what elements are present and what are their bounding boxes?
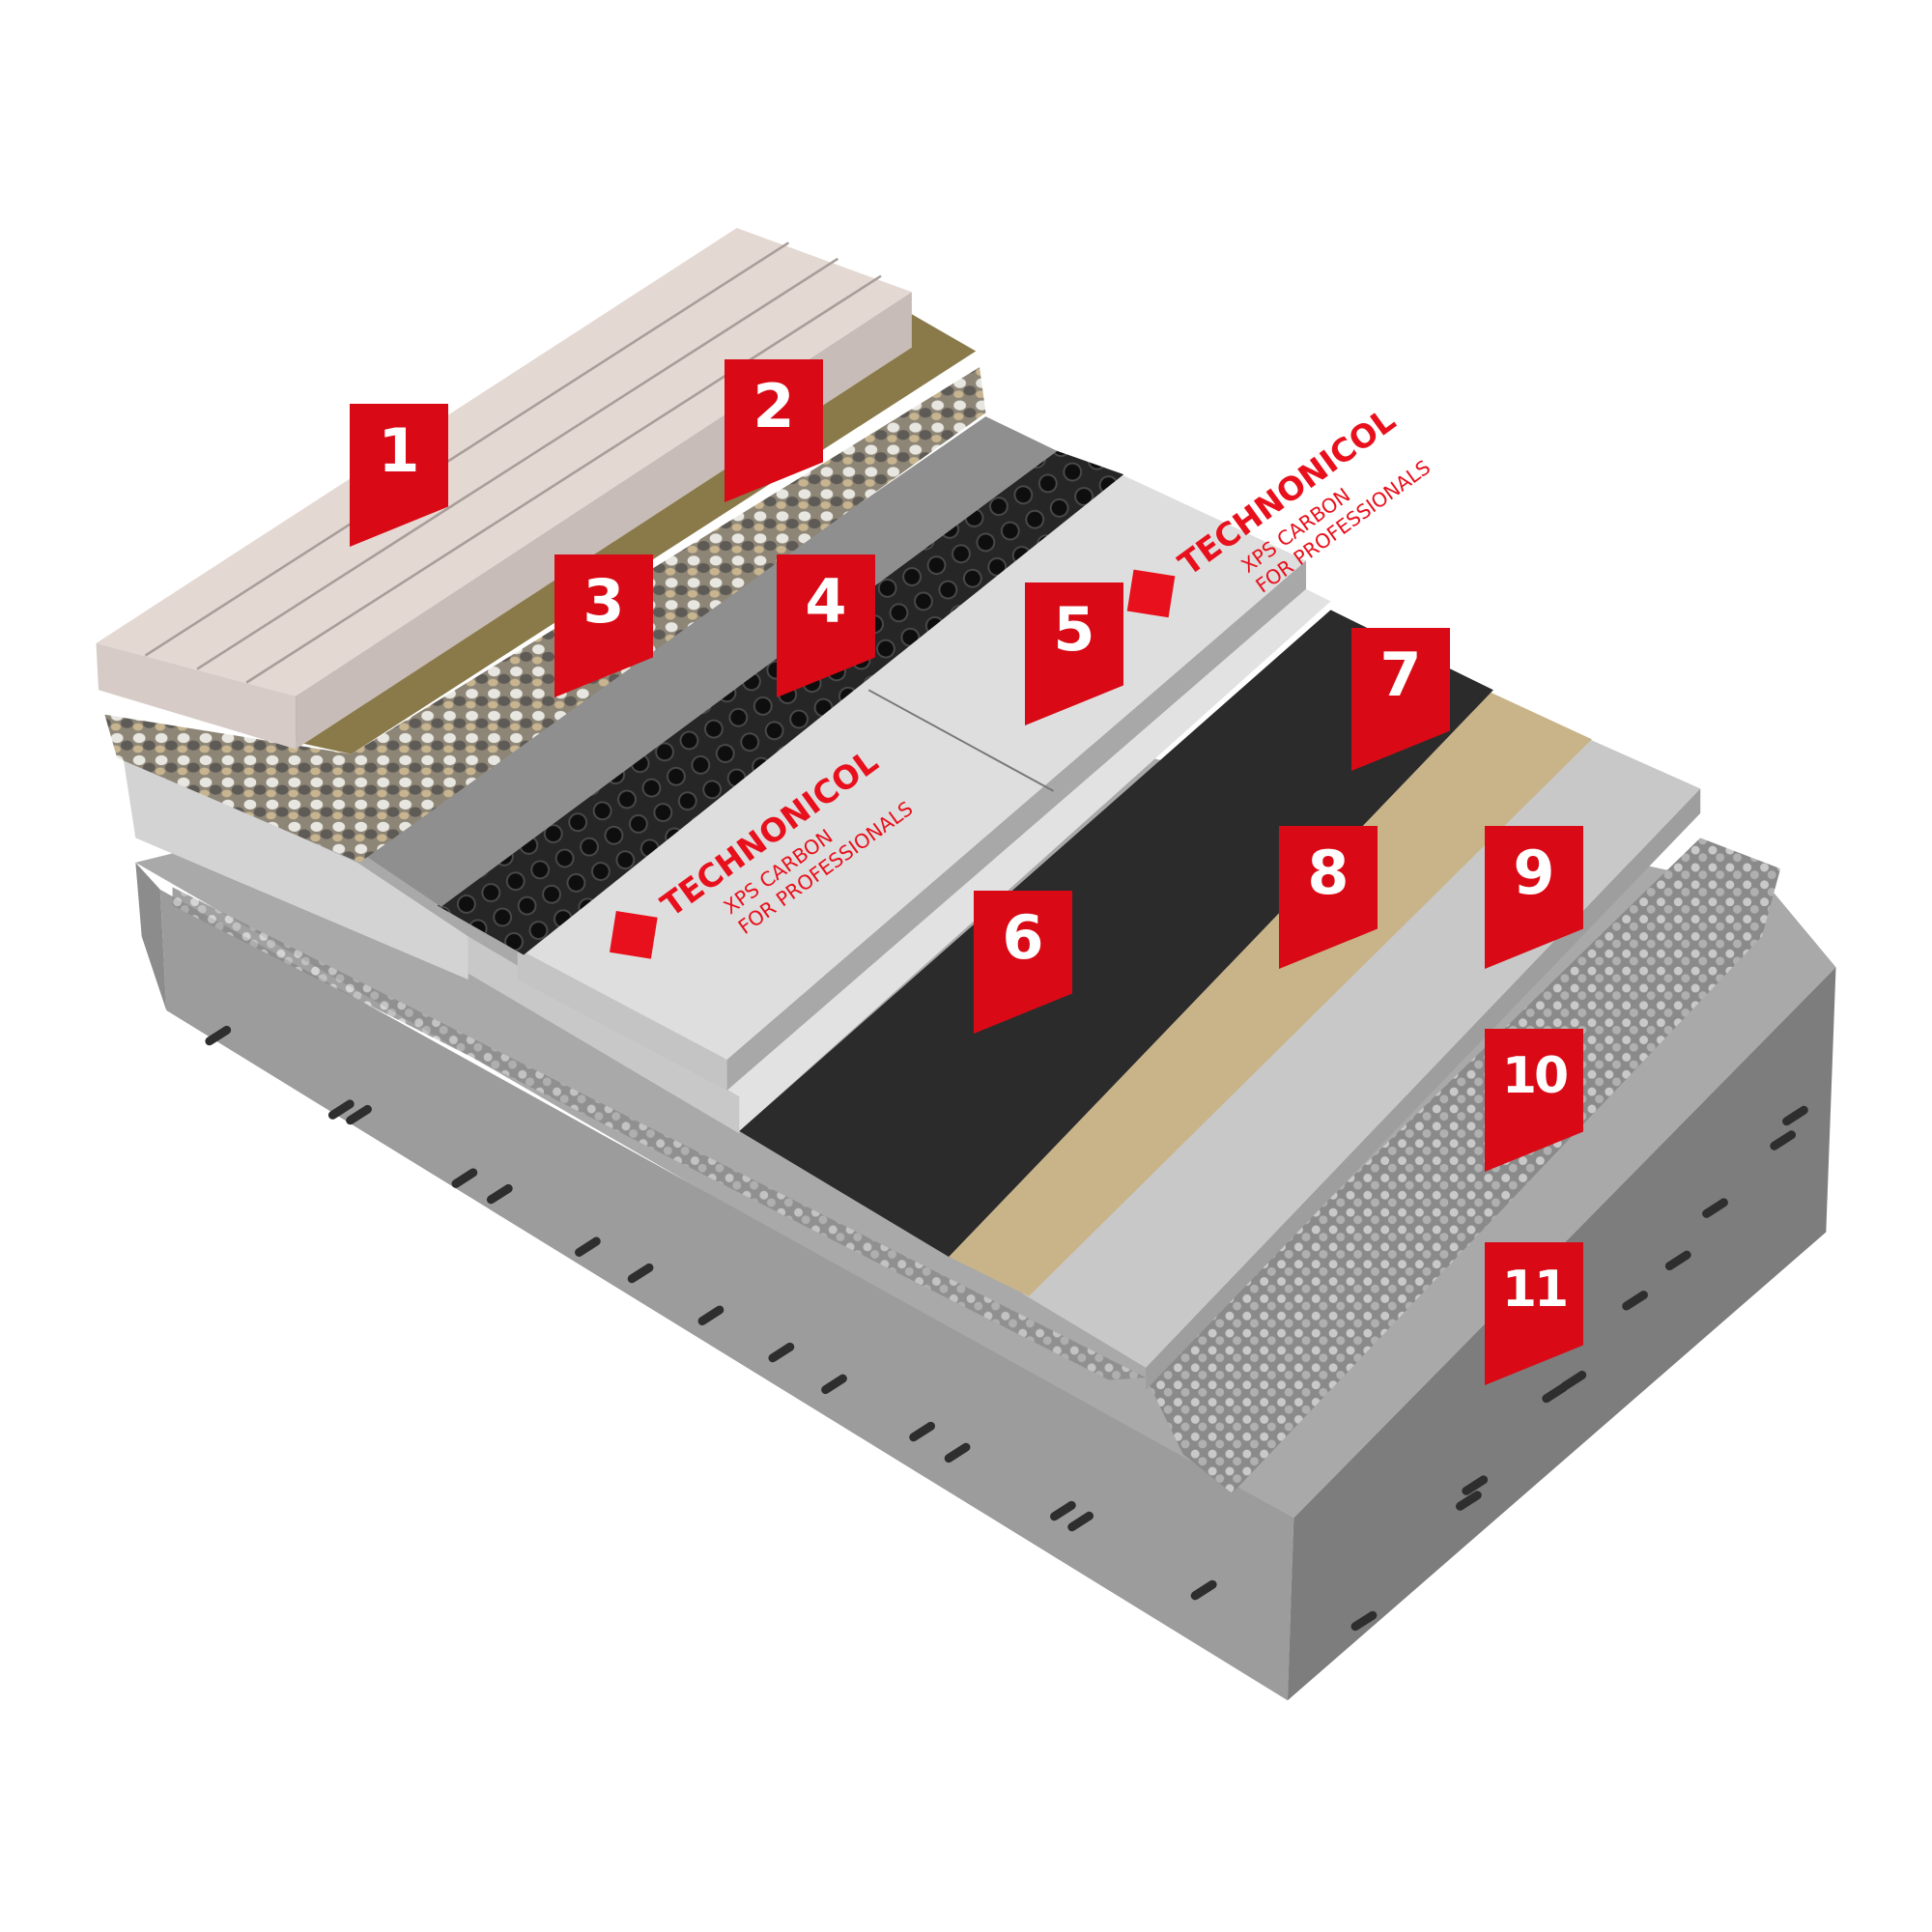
rebar-end — [1622, 1291, 1648, 1311]
rebar-end — [1067, 1511, 1094, 1532]
waterproofing-membrane-layer — [739, 610, 1493, 1258]
front-crushed-band — [172, 887, 1147, 1380]
rebar-end — [205, 1025, 232, 1046]
rebar-end — [327, 1099, 355, 1120]
rebar-end — [1702, 1198, 1728, 1218]
marker-number: 11 — [1501, 1261, 1569, 1319]
rebar-end — [944, 1442, 971, 1463]
rebar-end — [1050, 1500, 1076, 1521]
marker-number: 2 — [753, 371, 795, 441]
rebar-end — [346, 1104, 372, 1125]
rebar-end — [575, 1236, 601, 1257]
marker-number: 8 — [1307, 838, 1350, 908]
marker-number: 9 — [1513, 838, 1555, 908]
marker-number: 3 — [582, 566, 625, 637]
marker-number: 10 — [1501, 1047, 1569, 1105]
rebar-end — [486, 1183, 513, 1205]
rebar-end — [1782, 1105, 1808, 1126]
rebar-end — [697, 1305, 724, 1325]
layer-marker-6[interactable]: 6 — [974, 891, 1072, 1034]
geotextile-layer — [356, 416, 1058, 907]
marker-number: 1 — [378, 415, 420, 486]
technonicol-logo — [1126, 569, 1176, 618]
xps-left-edge — [123, 757, 469, 980]
rebar-end — [909, 1421, 936, 1442]
primer-layer — [949, 692, 1592, 1296]
technonicol-logo — [610, 910, 658, 959]
rebar-end — [768, 1342, 795, 1363]
rebar-end — [1560, 1371, 1587, 1391]
rebar-end — [821, 1374, 847, 1395]
marker-number: 4 — [805, 566, 847, 637]
rebar-end — [1542, 1382, 1569, 1404]
rebar-end — [627, 1263, 654, 1284]
marker-number: 6 — [1002, 902, 1044, 973]
marker-number: 7 — [1379, 639, 1422, 710]
marker-number: 5 — [1053, 594, 1095, 665]
drainage-membrane-layer — [437, 449, 1124, 955]
rebar-end — [1664, 1250, 1691, 1271]
rebar-end — [1350, 1610, 1378, 1632]
rebar-end — [1456, 1491, 1482, 1511]
crushed-stone-layer — [1146, 838, 1781, 1493]
rebar-end — [1462, 1475, 1489, 1495]
rebar-end — [451, 1168, 478, 1188]
rebar-ends — [205, 1025, 1808, 1632]
rebar-end — [1770, 1130, 1797, 1151]
rebar-end — [1190, 1579, 1217, 1601]
